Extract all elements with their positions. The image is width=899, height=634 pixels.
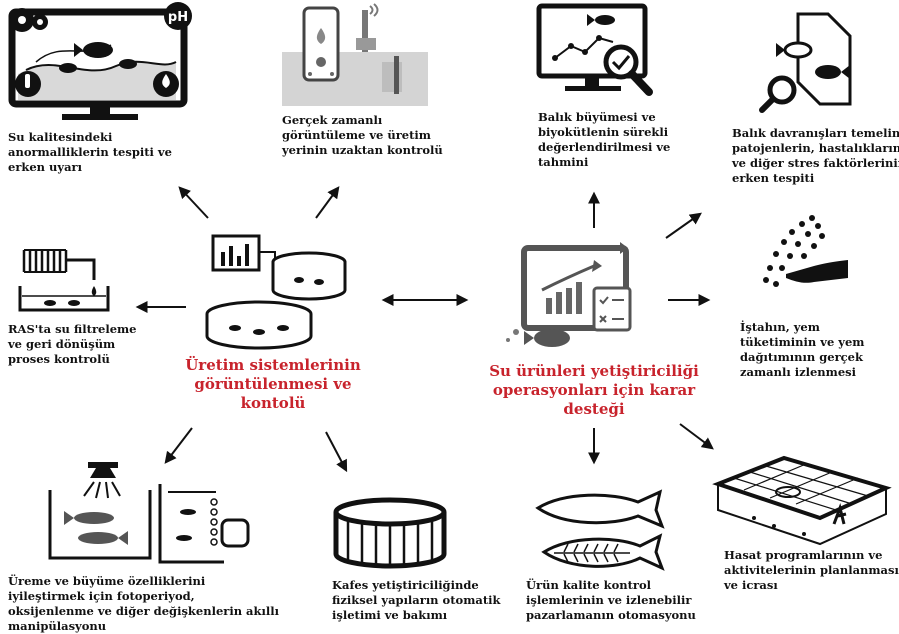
fish-cage-icon: [330, 496, 448, 570]
hub-left-line: görüntülenmesi ve: [194, 375, 352, 393]
label-line: Su kalitesindeki: [8, 130, 113, 144]
label-line: patojenlerin, hastalıkların: [732, 141, 899, 155]
growth-analysis-monitor-icon: [533, 2, 659, 102]
label-line: Gerçek zamanlı: [282, 113, 383, 127]
ras-filtration-icon: [16, 246, 114, 314]
label-ras: RAS'ta su filtreleme ve geri dönüşüm pro…: [8, 322, 137, 367]
arrow-to-behavior: [665, 212, 702, 239]
label-line: oksijenlenme ve diğer değişkenlerin akıl…: [8, 604, 279, 618]
feeding-hand-icon: [756, 212, 852, 298]
label-line: proses kontrolü: [8, 352, 110, 366]
hub-production-monitoring: Üretim sistemlerinin görüntülenmesi ve k…: [166, 356, 380, 413]
label-quality: Ürün kalite kontrol işlemlerinin ve izle…: [526, 578, 696, 623]
label-line: tahmini: [538, 155, 589, 169]
fish-behavior-search-icon: [758, 10, 858, 118]
label-breeding: Üreme ve büyüme özelliklerini iyileştirm…: [8, 574, 279, 634]
arrow-to-realtime: [315, 186, 340, 219]
label-line: Ürün kalite kontrol: [526, 578, 652, 592]
label-line: Hasat programlarının ve: [724, 548, 883, 562]
fish-fillet-icon: [534, 486, 668, 576]
label-line: tüketiminin ve yem: [740, 335, 865, 349]
label-realtime: Gerçek zamanlı görüntüleme ve üretim yer…: [282, 113, 443, 158]
label-line: iyileştirmek için fotoperiyod,: [8, 589, 195, 603]
label-line: erken uyarı: [8, 160, 82, 174]
label-line: İştahın, yem: [740, 320, 820, 334]
label-line: Balık davranışları temelinde: [732, 126, 899, 140]
label-line: ve icrası: [724, 578, 778, 592]
label-line: değerlendirilmesi ve: [538, 140, 671, 154]
label-feeding: İştahın, yem tüketiminin ve yem dağıtımı…: [740, 320, 864, 380]
water-quality-monitor-icon: pH: [6, 0, 196, 128]
ph-badge: pH: [168, 10, 188, 25]
arrow-to-breeding: [164, 427, 193, 464]
label-line: Üreme ve büyüme özelliklerini: [8, 574, 206, 588]
label-line: erken tespiti: [732, 171, 815, 185]
label-harvest: Hasat programlarının ve aktivitelerinin …: [724, 548, 899, 593]
label-growth: Balık büyümesi ve biyokütlenin sürekli d…: [538, 110, 670, 170]
hub-right-line: operasyonları için karar: [492, 381, 696, 399]
label-line: yerinin uzaktan kontrolü: [282, 143, 443, 157]
label-line: görüntüleme ve üretim: [282, 128, 431, 142]
label-line: işlemlerinin ve izlenebilir: [526, 593, 692, 607]
label-line: anormalliklerin tespiti ve: [8, 145, 172, 159]
hub-left-line: Üretim sistemlerinin: [185, 356, 361, 374]
hub-right-line: Su ürünleri yetiştiriciliği: [489, 362, 699, 380]
label-line: manipülasyonu: [8, 619, 107, 633]
decision-support-monitor-icon: [496, 238, 646, 358]
hub-decision-support: Su ürünleri yetiştiriciliği operasyonlar…: [478, 362, 710, 419]
label-line: biyokütlenin sürekli: [538, 125, 669, 139]
label-behavior: Balık davranışları temelinde patojenleri…: [732, 126, 899, 186]
arrow-to-water-quality: [178, 186, 209, 219]
label-line: pazarlamanın otomasyonu: [526, 608, 696, 622]
label-line: RAS'ta su filtreleme: [8, 322, 137, 336]
label-line: fiziksel yapıların otomatik: [332, 593, 501, 607]
production-dashboard-icon: [205, 232, 351, 350]
label-line: Kafes yetiştiriciliğinde: [332, 578, 479, 592]
hub-right-line: desteği: [563, 400, 625, 418]
net-pen-harvest-icon: [712, 454, 892, 546]
label-cage: Kafes yetiştiriciliğinde fiziksel yapıla…: [332, 578, 500, 623]
breeding-photoperiod-icon: [44, 462, 256, 566]
label-line: dağıtımının gerçek: [740, 350, 863, 364]
label-water-quality: Su kalitesindeki anormalliklerin tespiti…: [8, 130, 172, 175]
arrow-to-cage: [325, 431, 348, 473]
label-line: işletimi ve bakımı: [332, 608, 448, 622]
label-line: aktivitelerinin planlanması: [724, 563, 899, 577]
label-line: Balık büyümesi ve: [538, 110, 656, 124]
label-line: ve diğer stres faktörlerinin: [732, 156, 899, 170]
remote-monitoring-phone-icon: [282, 2, 428, 106]
hub-left-line: kontolü: [240, 394, 306, 412]
label-line: zamanlı izlenmesi: [740, 365, 856, 379]
arrow-to-harvest: [679, 423, 714, 450]
label-line: ve geri dönüşüm: [8, 337, 116, 351]
